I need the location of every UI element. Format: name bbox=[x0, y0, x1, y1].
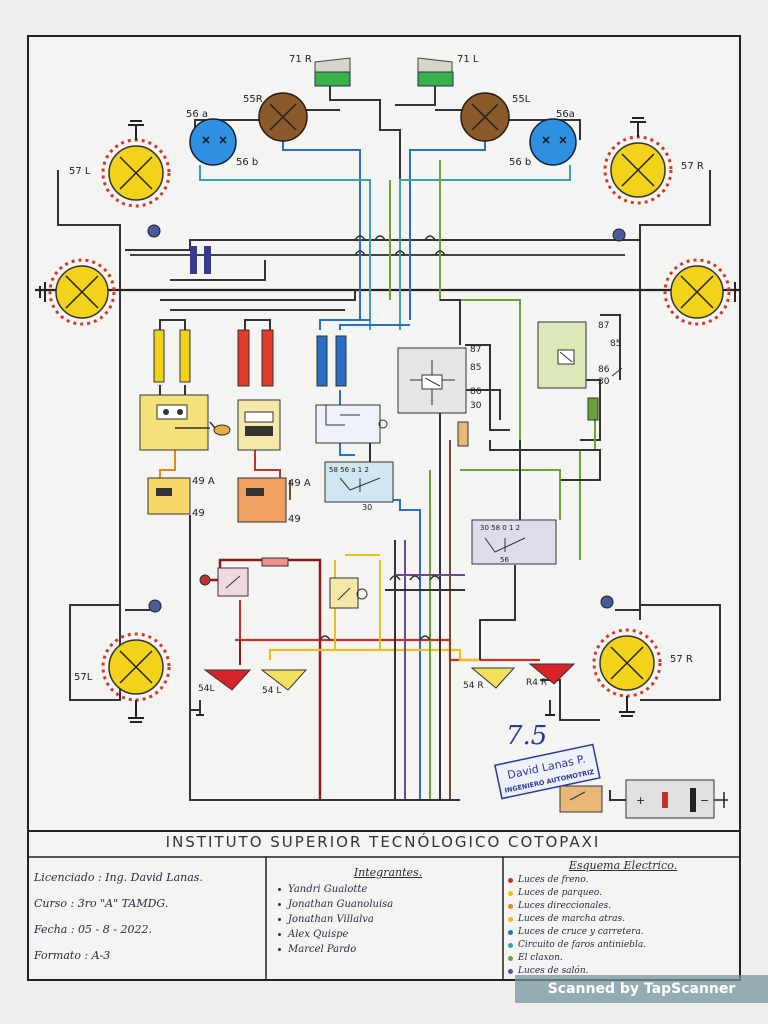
switch-2-56: 56 bbox=[500, 556, 509, 564]
side-right-lamp-icon bbox=[663, 258, 741, 326]
relay-1-87: 87 bbox=[470, 345, 481, 355]
headlamp-55r-label: 55R bbox=[243, 94, 263, 105]
headlamp-55l-label: 55L bbox=[512, 94, 531, 105]
fuse-blue-icon bbox=[316, 335, 347, 387]
headlamp-left-56a-label: 56 a bbox=[186, 109, 208, 120]
relay-2-30: 30 bbox=[598, 377, 610, 387]
tail-54l-yellow-icon: 54 L bbox=[260, 669, 308, 696]
horn-left-icon: 71 L bbox=[417, 54, 479, 87]
switch-2-terms: 30 58 0 1 2 bbox=[480, 524, 520, 532]
member-item: Yandri Gualotte bbox=[278, 882, 498, 897]
wiring-legend: Esquema Electrico. Luces de freno. Luces… bbox=[508, 859, 738, 978]
connector-icons bbox=[147, 224, 626, 613]
ignition-switch-icon bbox=[559, 785, 603, 813]
parking-switch-icon bbox=[329, 577, 368, 609]
switch-1-terms: 58 56 a 1 2 bbox=[329, 466, 369, 474]
legend-item: Luces direccionales. bbox=[508, 900, 738, 913]
flasher-right-icon: 49 A 49 bbox=[237, 477, 311, 525]
headlamp-left-high-icon: 55R bbox=[243, 92, 308, 142]
relay-2-87: 87 bbox=[598, 321, 609, 331]
front-left-lamp-icon: 57 L bbox=[69, 120, 171, 208]
headlamp-right-56b-label: 56 b bbox=[509, 157, 531, 168]
light-switch-icon: 58 56 a 1 2 30 bbox=[324, 461, 394, 512]
grade-number: 7.5 bbox=[506, 721, 547, 751]
legend-item: Circuito de faros antiniebla. bbox=[508, 939, 738, 952]
svg-text:+: + bbox=[636, 794, 645, 807]
course-info: Licenciado : Ing. David Lanas. Curso : 3… bbox=[34, 865, 264, 969]
headlamp-left-dual-icon: 56 a 56 b bbox=[186, 109, 258, 168]
reverse-switch-icon bbox=[199, 557, 289, 597]
front-left-lamp-label: 57 L bbox=[69, 166, 91, 177]
fuse-yellow-icon bbox=[153, 329, 191, 383]
fecha-line: Fecha : 05 - 8 - 2022. bbox=[34, 923, 152, 936]
legend-item: Luces de parqueo. bbox=[508, 887, 738, 900]
institution-title: INSTITUTO SUPERIOR TECNÓLOGICO COTOPAXI bbox=[165, 833, 601, 851]
scanner-watermark: Scanned by TapScanner bbox=[515, 975, 768, 1003]
licenciado-line: Licenciado : Ing. David Lanas. bbox=[34, 871, 203, 884]
relay-1-85: 85 bbox=[470, 363, 481, 373]
tail-54l-yellow-label: 54 L bbox=[262, 686, 281, 696]
member-item: Marcel Pardo bbox=[278, 942, 498, 957]
curso-line: Curso : 3ro "A" TAMDG. bbox=[34, 897, 169, 910]
horn-right-label: 71 R bbox=[289, 54, 312, 65]
engineer-stamp: David Lanas P. INGENIERO AUTOMOTRIZ bbox=[494, 743, 601, 800]
hazard-switch-icon bbox=[139, 394, 231, 451]
tail-r4r-red-label: R4 R bbox=[526, 678, 547, 688]
tail-54r-yellow-label: 54 R bbox=[463, 681, 484, 691]
headlamp-right-dual-icon: 56a 56 b bbox=[509, 109, 577, 168]
horn-right-icon: 71 R bbox=[289, 54, 351, 87]
wiper-switch-icon: 30 58 0 1 2 56 bbox=[471, 519, 557, 565]
tail-54r-yellow-icon: 54 R bbox=[463, 667, 516, 691]
flasher-right-49a: 49 A bbox=[288, 478, 311, 489]
integrantes-heading: Integrantes. bbox=[353, 866, 423, 879]
member-item: Alex Quispe bbox=[278, 927, 498, 942]
formato-line: Formato : A-3 bbox=[34, 949, 111, 962]
flasher-left-icon: 49 A 49 bbox=[147, 476, 215, 519]
esquema-heading: Esquema Electrico. bbox=[568, 859, 678, 872]
tail-54l-red-icon: 54L bbox=[198, 669, 252, 694]
legend-item: El claxon. bbox=[508, 952, 738, 965]
switch-1-30: 30 bbox=[362, 503, 372, 512]
relay-1-30: 30 bbox=[470, 401, 482, 411]
fuse-red-icon bbox=[237, 329, 274, 387]
flasher-left-49: 49 bbox=[192, 508, 205, 519]
flasher-right-49: 49 bbox=[288, 514, 301, 525]
relay-2-86: 86 bbox=[598, 365, 610, 375]
fuse-green-icon bbox=[457, 397, 599, 447]
relay-1-icon: 87 85 86 30 bbox=[397, 345, 482, 414]
title-block: INSTITUTO SUPERIOR TECNÓLOGICO COTOPAXI … bbox=[28, 831, 738, 979]
battery-icon: + − bbox=[625, 779, 728, 819]
rear-right-lamp-label: 57 R bbox=[670, 654, 693, 665]
headlamp-right-high-icon: 55L bbox=[460, 92, 531, 142]
member-item: Jonathan Guanoluisa bbox=[278, 897, 498, 912]
relay-1-86: 86 bbox=[470, 387, 482, 397]
team-members: Integrantes. Yandri Gualotte Jonathan Gu… bbox=[278, 865, 498, 957]
svg-text:−: − bbox=[700, 794, 709, 807]
front-right-lamp-label: 57 R bbox=[681, 161, 704, 172]
wire-crossovers bbox=[319, 235, 446, 641]
relay-2-85: 85 bbox=[610, 339, 621, 349]
rear-left-lamp-icon: 57L bbox=[74, 632, 171, 723]
member-item: Jonathan Villalva bbox=[278, 912, 498, 927]
headlamp-relay-icon bbox=[315, 404, 388, 444]
brake-switch-icon bbox=[237, 399, 281, 451]
legend-item: Luces de marcha atras. bbox=[508, 913, 738, 926]
legend-item: Luces de salón. bbox=[508, 965, 738, 978]
rear-left-lamp-label: 57L bbox=[74, 672, 93, 683]
legend-item: Luces de cruce y carretera. bbox=[508, 926, 738, 939]
front-right-lamp-icon: 57 R bbox=[603, 117, 704, 205]
flasher-left-49a: 49 A bbox=[192, 476, 215, 487]
horn-left-label: 71 L bbox=[457, 54, 479, 65]
headlamp-left-56b-label: 56 b bbox=[236, 157, 258, 168]
relay-2-icon: 87 85 86 30 bbox=[537, 321, 623, 389]
side-left-lamp-icon bbox=[39, 258, 116, 326]
rear-right-lamp-icon: 57 R bbox=[592, 628, 693, 717]
tail-54l-red-label: 54L bbox=[198, 684, 214, 694]
legend-item: Luces de freno. bbox=[508, 874, 738, 887]
headlamp-right-56a-label: 56a bbox=[556, 109, 575, 120]
tail-r4r-red-icon: R4 R bbox=[526, 663, 576, 688]
